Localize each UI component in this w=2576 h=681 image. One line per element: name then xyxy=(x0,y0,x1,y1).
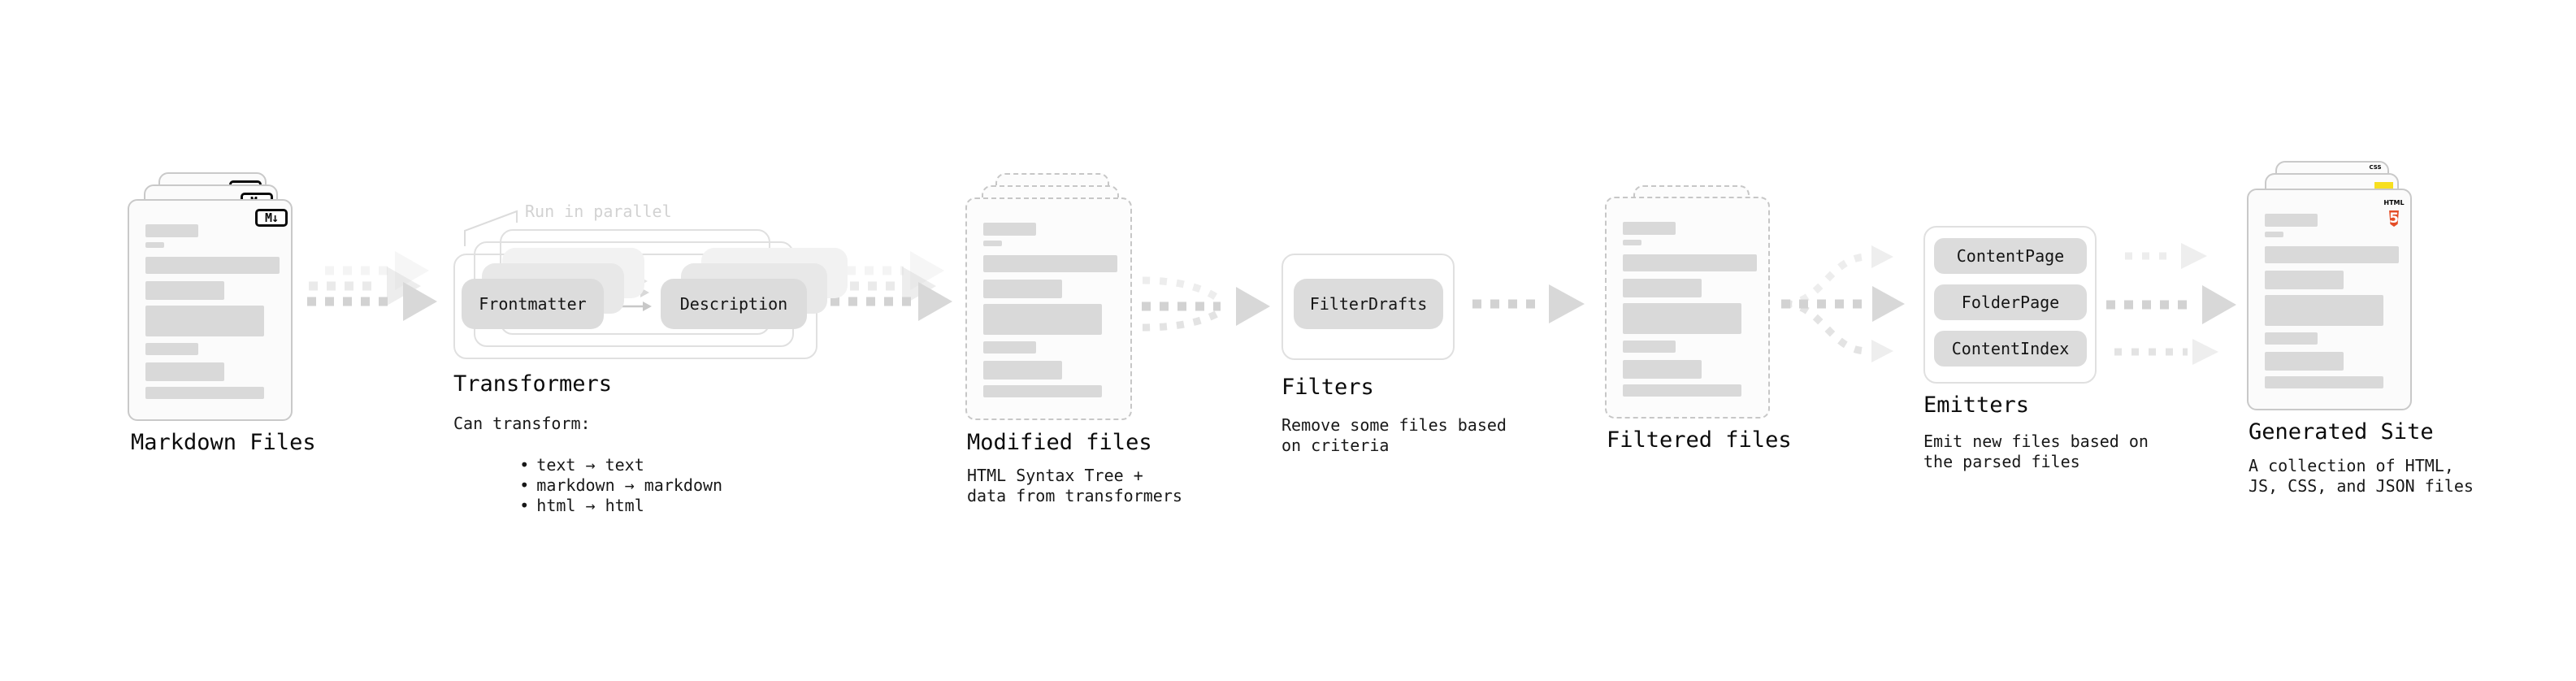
skeleton-line xyxy=(2265,295,2383,326)
skeleton-line xyxy=(2265,352,2344,371)
html5-icon-shield: 5 xyxy=(2389,210,2399,227)
skeleton-line xyxy=(1623,303,1741,334)
transformers-caption-heading: Can transform: xyxy=(453,414,591,433)
css-icon: CSS xyxy=(2368,165,2383,174)
modified-files-caption: HTML Syntax Tree + xyxy=(967,466,1143,485)
transformers-title: Transformers xyxy=(453,371,613,397)
transform-bullet: • html → html xyxy=(461,476,644,535)
emitters-caption: Emit new files based on xyxy=(1923,432,2149,451)
bullet-dot: • xyxy=(519,496,530,515)
skeleton-line xyxy=(145,242,164,248)
emitters-caption: the parsed files xyxy=(1923,452,2080,471)
bullet-dot: • xyxy=(519,475,530,495)
arrow-filters-to-filtered xyxy=(1472,284,1585,323)
skeleton-line xyxy=(1623,240,1641,245)
filters-title: Filters xyxy=(1281,375,1374,400)
skeleton-line xyxy=(983,341,1036,354)
skeleton-line xyxy=(1623,340,1676,353)
skeleton-line xyxy=(1623,254,1757,271)
skeleton-line xyxy=(145,387,264,399)
skeleton-line xyxy=(1623,360,1702,379)
markdown-file-front: M↓ xyxy=(128,199,293,421)
filters-caption: Remove some files based xyxy=(1281,415,1507,435)
filtered-files-label: Filtered files xyxy=(1607,427,1792,453)
generated-site-caption: A collection of HTML, xyxy=(2249,456,2454,475)
skeleton-line xyxy=(2265,246,2399,263)
skeleton-line xyxy=(2265,232,2283,237)
arrow-emitters-to-generated xyxy=(2106,243,2236,365)
skeleton-line xyxy=(983,280,1062,298)
bullet-text: markdown → markdown xyxy=(536,475,723,495)
skeleton-line xyxy=(145,224,198,237)
skeleton-line xyxy=(983,385,1102,397)
skeleton-line xyxy=(2265,376,2383,388)
skeleton-line xyxy=(2265,332,2318,345)
modified-file-front xyxy=(965,197,1132,420)
skeleton-line xyxy=(983,255,1117,272)
contentindex-pill: ContentIndex xyxy=(1934,331,2087,367)
transform-bullet: • text → text xyxy=(461,436,644,494)
arrow-modified-to-filters xyxy=(1142,276,1270,332)
arrow-transformers-to-modified xyxy=(830,251,952,321)
emitters-box xyxy=(1923,226,2097,384)
css-icon-label: CSS xyxy=(2369,164,2382,171)
skeleton-line xyxy=(145,362,224,381)
arrow-markdown-to-transformers xyxy=(307,251,437,321)
emitters-title: Emitters xyxy=(1923,393,2030,418)
skeleton-line xyxy=(983,361,1062,380)
bullet-dot: • xyxy=(519,455,530,475)
skeleton-line xyxy=(983,223,1036,236)
run-in-parallel-annotation: Run in parallel xyxy=(525,202,672,221)
description-pill: Description xyxy=(661,279,807,329)
contentpage-pill: ContentPage xyxy=(1934,238,2087,274)
bullet-text: text → text xyxy=(536,455,644,475)
markdown-files-label: Markdown Files xyxy=(131,430,316,455)
modified-files-label: Modified files xyxy=(967,430,1152,455)
skeleton-line xyxy=(983,241,1002,246)
generated-site-caption: JS, CSS, and JSON files xyxy=(2249,476,2474,496)
transform-bullet: • markdown → markdown xyxy=(461,456,722,514)
filters-box xyxy=(1281,254,1455,360)
markdown-icon: M↓ xyxy=(255,209,288,227)
skeleton-line xyxy=(1623,222,1676,235)
skeleton-line xyxy=(983,304,1102,335)
html5-icon-label: HTML xyxy=(2383,199,2405,206)
bullet-text: html → html xyxy=(536,496,644,515)
skeleton-line xyxy=(145,281,224,300)
skeleton-line xyxy=(1623,384,1741,397)
js-icon xyxy=(2374,182,2393,191)
generated-site-label: Generated Site xyxy=(2249,419,2434,445)
skeleton-line xyxy=(2265,271,2344,289)
modified-files-caption: data from transformers xyxy=(967,486,1182,505)
skeleton-line xyxy=(145,306,264,336)
arrow-filtered-to-emitters xyxy=(1781,245,1905,362)
filters-caption: on criteria xyxy=(1281,436,1390,455)
generated-file-html: HTML 5 xyxy=(2247,189,2412,410)
skeleton-line xyxy=(1623,279,1702,297)
filtered-file-front xyxy=(1605,197,1770,419)
folderpage-pill: FolderPage xyxy=(1934,284,2087,320)
frontmatter-pill: Frontmatter xyxy=(462,279,604,329)
skeleton-line xyxy=(2265,214,2318,227)
skeleton-line xyxy=(145,257,280,274)
html5-icon: HTML 5 xyxy=(2383,193,2405,227)
filterdrafts-pill: FilterDrafts xyxy=(1294,279,1443,329)
skeleton-line xyxy=(145,343,198,355)
